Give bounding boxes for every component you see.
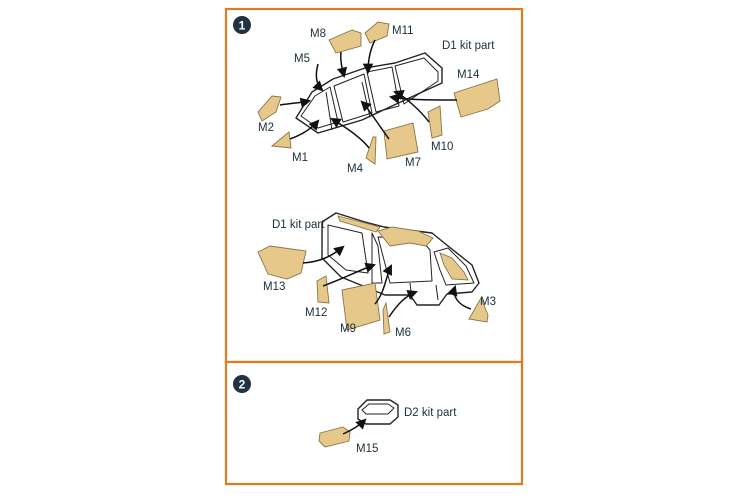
mask-m12	[316, 275, 330, 304]
label-m8: M8	[310, 28, 326, 40]
arrow-m13	[302, 245, 345, 264]
mask-m10	[427, 105, 443, 139]
mask-m13	[257, 245, 307, 280]
label-m9: M9	[340, 323, 356, 335]
label-m15: M15	[356, 443, 378, 455]
step-2-badge: 2	[233, 375, 251, 393]
label-m13: M13	[263, 281, 285, 293]
step-1-badge: 1	[233, 16, 251, 34]
mask-m1	[270, 131, 292, 149]
label-m5: M5	[294, 53, 310, 65]
arrow-m8	[336, 51, 348, 79]
label-m3: M3	[480, 296, 496, 308]
mask-m4	[365, 136, 377, 165]
arrow-m4	[330, 117, 370, 149]
label-m2: M2	[258, 122, 274, 134]
arrow-m3	[447, 285, 472, 310]
arrow-m7	[360, 100, 390, 140]
mask-m9	[341, 282, 381, 331]
label-m10: M10	[431, 141, 453, 153]
arrow-m14	[388, 93, 458, 104]
arrow-m5	[312, 63, 324, 92]
label-d1-lower: D1 kit part	[272, 219, 325, 231]
mask-m8	[328, 29, 362, 54]
label-m7: M7	[405, 157, 421, 169]
arrow-m11	[362, 39, 376, 75]
mask-m15	[318, 426, 351, 448]
step-1-number: 1	[239, 19, 246, 33]
canopy-d1-lower	[321, 212, 480, 306]
label-m6: M6	[395, 327, 411, 339]
label-d1-upper: D1 kit part	[442, 40, 495, 52]
arrow-m1	[289, 119, 320, 140]
arrow-m12	[322, 262, 376, 287]
mask-m7	[383, 122, 419, 160]
label-m1: M1	[292, 152, 308, 164]
mask-m6	[382, 301, 391, 335]
step-1-panel: 1 M8 M11 M5 D1 kit	[224, 7, 524, 364]
mask-m3	[468, 296, 489, 323]
arrow-m10	[393, 90, 430, 123]
step-2-panel: 2 D2 kit part M15	[224, 360, 524, 486]
arrow-m9	[374, 264, 392, 305]
mask-m2	[257, 95, 282, 122]
step-2-number: 2	[239, 378, 246, 392]
label-m14: M14	[457, 69, 480, 81]
arrow-m2	[279, 97, 312, 108]
arrow-m6	[388, 289, 418, 318]
label-m4: M4	[347, 163, 364, 175]
label-m11: M11	[392, 25, 414, 37]
mask-m14	[453, 78, 501, 118]
arrow-m15	[342, 418, 367, 435]
label-d2: D2 kit part	[404, 407, 457, 419]
mask-m11	[364, 21, 390, 44]
label-m12: M12	[305, 307, 327, 319]
